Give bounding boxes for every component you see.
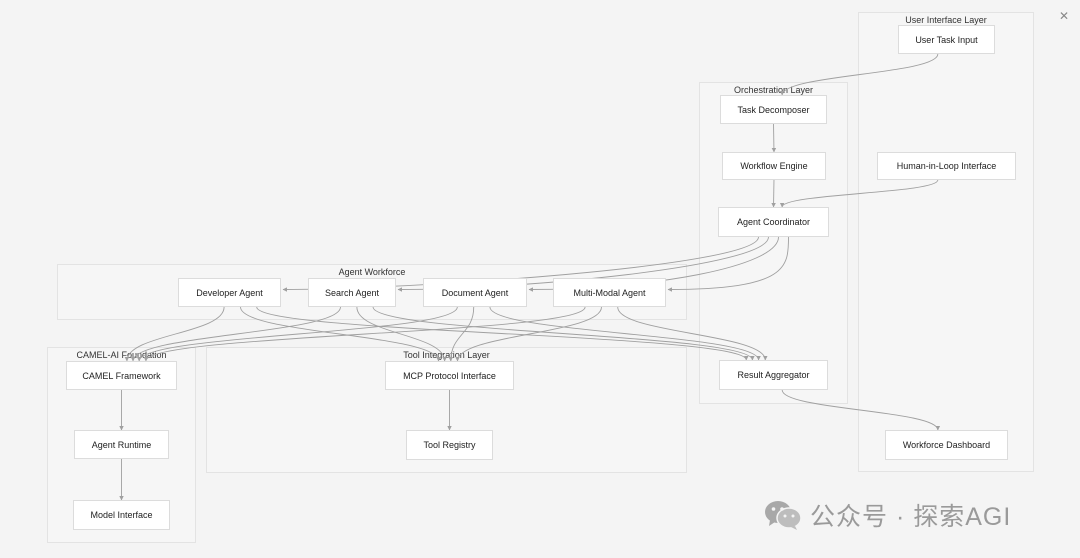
node-label: Result Aggregator: [737, 370, 810, 380]
node-camel-framework[interactable]: CAMEL Framework: [66, 361, 177, 390]
node-label: Agent Coordinator: [736, 217, 811, 227]
node-label: MCP Protocol Interface: [403, 370, 496, 381]
node-label: Workflow Engine: [740, 161, 808, 171]
node-label: Search Agent: [324, 287, 380, 298]
node-label: Document Agent: [441, 287, 509, 298]
edge-document_agent-to-result_aggregator: [489, 306, 761, 361]
cluster-title: Orchestration Layer: [733, 85, 814, 95]
node-search-agent[interactable]: Search Agent: [308, 278, 396, 307]
edge-multimodal_agent-to-camel_framework: [143, 306, 586, 362]
edge-developer_agent-to-result_aggregator: [256, 306, 749, 361]
edge-document_agent-to-camel_framework: [136, 306, 458, 362]
node-multi-modal-agent[interactable]: Multi-Modal Agent: [553, 278, 666, 307]
node-agent-runtime[interactable]: Agent Runtime: [74, 430, 169, 459]
node-result-aggregator[interactable]: Result Aggregator: [719, 360, 828, 390]
cluster-user-interface-layer: User Interface Layer: [858, 12, 1034, 472]
node-label: Agent Runtime: [91, 439, 152, 450]
node-label: CAMEL Framework: [82, 370, 161, 381]
node-model-interface[interactable]: Model Interface: [73, 500, 170, 530]
watermark: 公众号 · 探索AGI: [764, 496, 1011, 534]
cluster-title: CAMEL-AI Foundation: [76, 350, 167, 360]
node-label: Task Decomposer: [737, 104, 810, 115]
close-button[interactable]: ✕: [1056, 8, 1072, 24]
edge-document_agent-to-mcp_interface: [448, 306, 475, 362]
edge-human_in_loop-to-agent_coordinator: [779, 179, 939, 208]
edge-result_aggregator-to-workforce_dashboard: [781, 389, 941, 431]
edge-search_agent-to-camel_framework: [130, 306, 341, 362]
node-agent-coordinator[interactable]: Agent Coordinator: [718, 207, 829, 237]
node-human-in-loop-interface[interactable]: Human-in-Loop Interface: [877, 152, 1016, 180]
node-label: Multi-Modal Agent: [573, 287, 646, 298]
watermark-text: 公众号 · 探索AGI: [810, 503, 1012, 531]
edge-search_agent-to-mcp_interface: [356, 306, 447, 362]
node-task-decomposer[interactable]: Task Decomposer: [720, 95, 827, 124]
node-tool-registry[interactable]: Tool Registry: [406, 430, 493, 460]
edge-multimodal_agent-to-result_aggregator: [617, 306, 768, 361]
node-developer-agent[interactable]: Developer Agent: [178, 278, 281, 307]
node-label: Workforce Dashboard: [902, 440, 991, 450]
node-document-agent[interactable]: Document Agent: [423, 278, 527, 307]
edge-agent_coordinator-to-multimodal_agent: [667, 236, 789, 292]
cluster-title: Tool Integration Layer: [403, 350, 490, 360]
node-label: Human-in-Loop Interface: [896, 161, 997, 171]
node-label: Tool Registry: [423, 440, 476, 450]
edge-developer_agent-to-camel_framework: [124, 306, 225, 362]
wechat-icon: [765, 501, 802, 530]
node-label: Developer Agent: [196, 287, 263, 298]
close-icon: ✕: [1058, 9, 1070, 23]
node-workflow-engine[interactable]: Workflow Engine: [722, 152, 826, 180]
node-label: User Task Input: [915, 34, 978, 45]
edge-multimodal_agent-to-mcp_interface: [455, 306, 602, 362]
cluster-title: User Interface Layer: [905, 15, 987, 25]
edge-developer_agent-to-mcp_interface: [240, 306, 441, 362]
node-user-task-input[interactable]: User Task Input: [898, 25, 995, 54]
edge-user_task_input-to-task_decomposer: [779, 53, 939, 96]
edge-search_agent-to-result_aggregator: [372, 306, 755, 361]
node-label: Model Interface: [90, 510, 153, 520]
cluster-title: Agent Workforce: [338, 267, 406, 277]
node-workforce-dashboard[interactable]: Workforce Dashboard: [885, 430, 1008, 460]
node-mcp-protocol-interface[interactable]: MCP Protocol Interface: [385, 361, 514, 390]
